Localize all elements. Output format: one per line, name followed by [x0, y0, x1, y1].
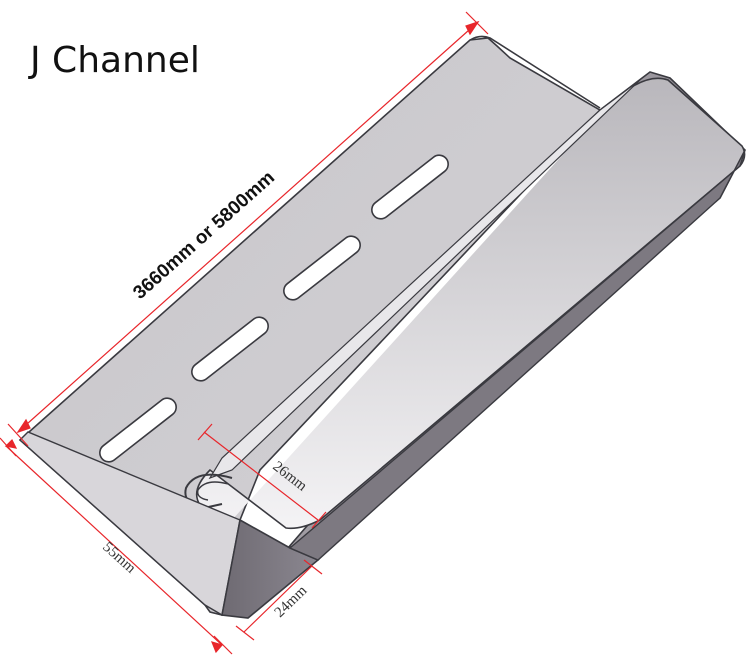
length-dimension-line: [17, 21, 479, 433]
slot: [99, 397, 177, 463]
slot: [283, 235, 361, 301]
plate-top-edge: [469, 35, 601, 109]
width-label: 55mm: [99, 539, 138, 577]
width-dimension-line: [5, 445, 223, 646]
j-hook-inner: [197, 481, 229, 501]
end-section: [288, 149, 746, 561]
lip-dimension-line: [203, 431, 319, 521]
dimension-lines: [0, 11, 489, 655]
lip-inner-wall: [208, 79, 641, 480]
bottom-flange-side: [221, 518, 320, 619]
page-title: J Channel: [28, 40, 200, 81]
back-plate: [18, 37, 602, 616]
slot: [191, 316, 269, 382]
slot: [371, 154, 449, 220]
depth-dimension-line: [243, 565, 313, 633]
slot-group: [99, 154, 449, 463]
